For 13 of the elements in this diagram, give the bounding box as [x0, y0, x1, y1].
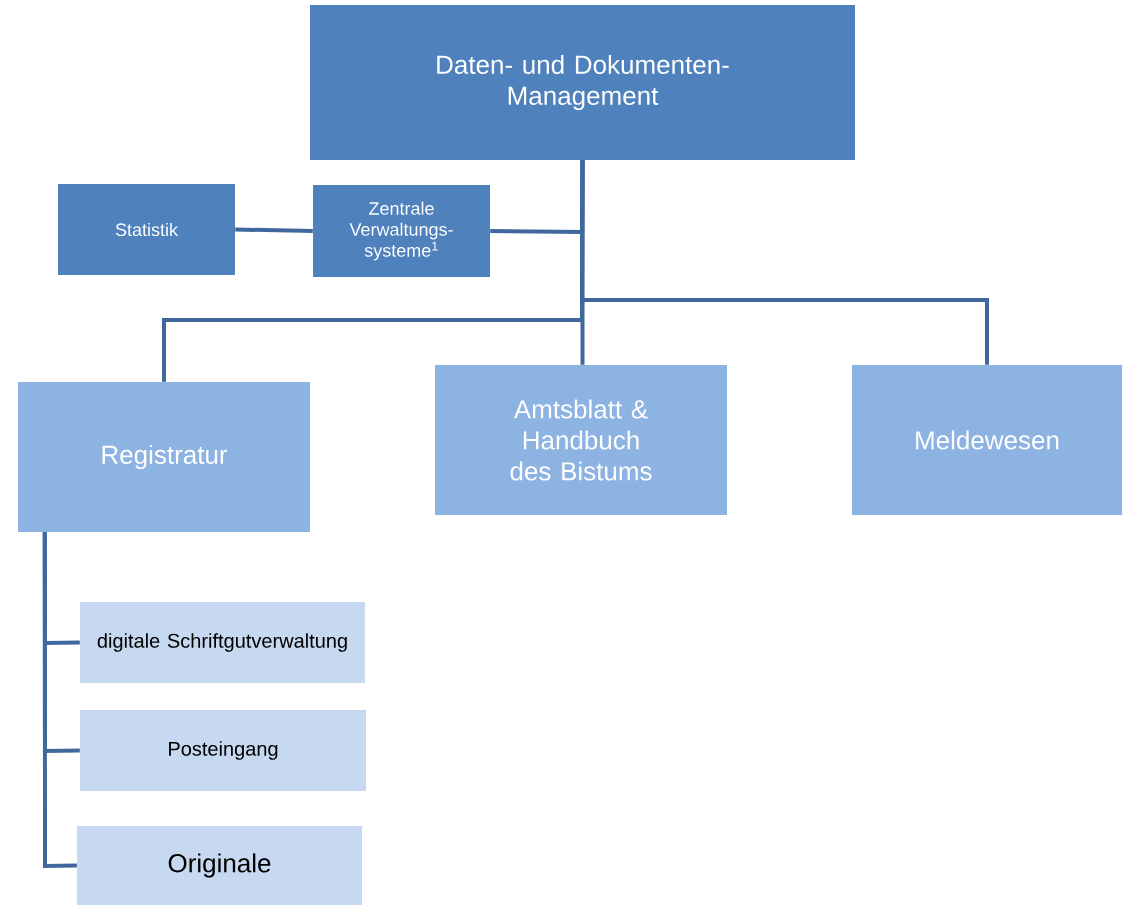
department-box: Originale [77, 826, 362, 905]
department-box: digitale Schriftgutverwaltung [80, 602, 365, 683]
department-box: Zentrale Verwaltungs-systeme$^{1}$ [313, 185, 490, 277]
department-box: Registratur [18, 382, 310, 532]
department-box: Posteingang [80, 710, 366, 791]
department-box: Statistik [58, 184, 235, 275]
department-box: Daten- und Dokumenten-Management [310, 5, 855, 160]
connector-line [580, 160, 585, 365]
connector-line [580, 160, 989, 365]
connector-line [235, 227, 313, 233]
department-box: Amtsblatt & Handbuch des Bistums [435, 365, 727, 515]
connector-line [42, 532, 77, 869]
department-box: Meldewesen [852, 365, 1122, 515]
